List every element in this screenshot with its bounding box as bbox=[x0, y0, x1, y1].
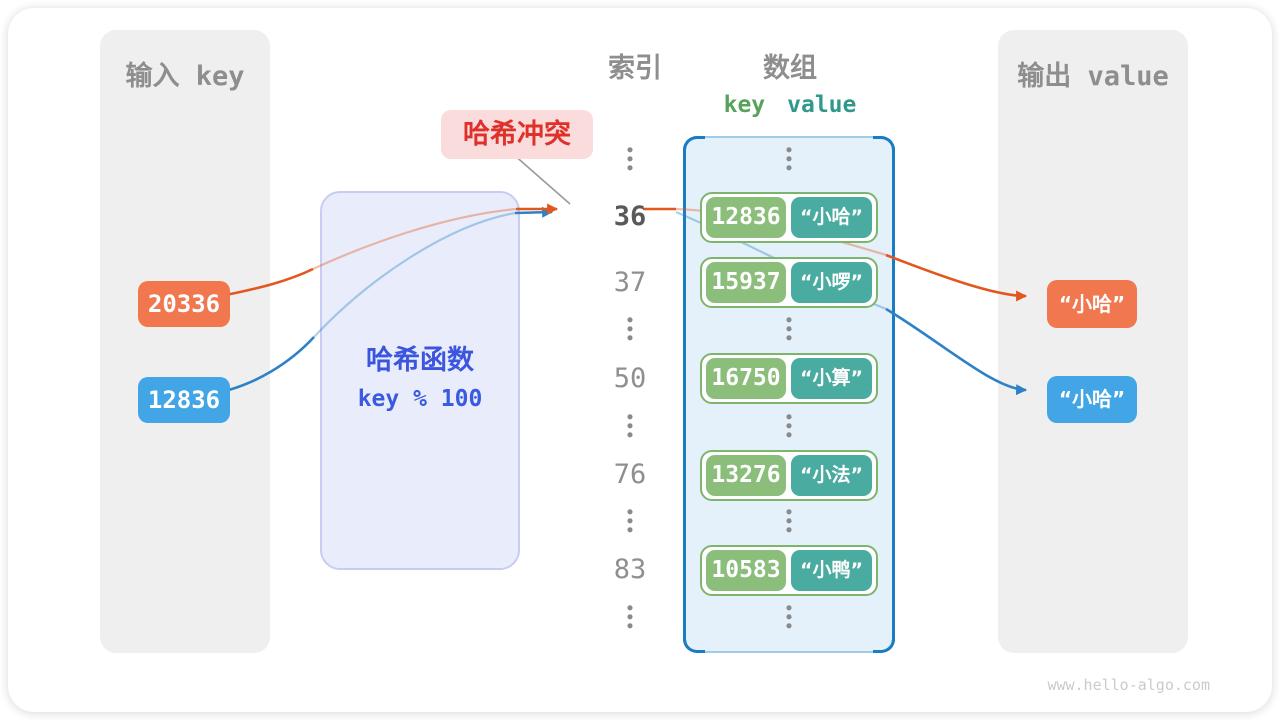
watermark: www.hello-algo.com bbox=[1047, 676, 1210, 694]
ellipsis-dots bbox=[786, 509, 792, 534]
input-key-12836: 12836 bbox=[138, 377, 230, 423]
output-value-blue: “小哈” bbox=[1047, 376, 1137, 423]
ellipsis-dots bbox=[786, 605, 792, 630]
bracket-corner bbox=[873, 636, 895, 653]
key-header-label: key bbox=[723, 92, 766, 118]
ellipsis-dots bbox=[627, 317, 633, 342]
index-value-50: 50 bbox=[613, 363, 647, 394]
ellipsis-dots bbox=[786, 414, 792, 439]
array-column-title: 数组 bbox=[763, 53, 817, 84]
bracket-corner bbox=[873, 136, 895, 153]
hash-function-name: 哈希函数 bbox=[366, 345, 474, 376]
output-panel-title: 输出 value bbox=[1017, 61, 1169, 92]
entry-key: 15937 bbox=[706, 262, 786, 303]
entry-value: “小鸭” bbox=[791, 550, 872, 591]
hash-function-box: 哈希函数 key % 100 bbox=[320, 191, 520, 570]
entry-key: 13276 bbox=[706, 455, 786, 496]
entry-key: 16750 bbox=[706, 358, 786, 399]
ellipsis-dots bbox=[627, 605, 633, 630]
ellipsis-dots bbox=[627, 147, 633, 172]
ellipsis-dots bbox=[627, 509, 633, 534]
input-panel: 输入 key bbox=[100, 30, 270, 653]
ellipsis-dots bbox=[786, 317, 792, 342]
index-value-37: 37 bbox=[613, 267, 647, 298]
array-entry: 10583 “小鸭” bbox=[700, 545, 878, 596]
ellipsis-dots bbox=[786, 147, 792, 172]
entry-key: 10583 bbox=[706, 550, 786, 591]
hash-collision-label: 哈希冲突 bbox=[441, 110, 593, 159]
entry-key: 12836 bbox=[706, 197, 786, 238]
array-entry: 13276 “小法” bbox=[700, 450, 878, 501]
hash-function-formula: key % 100 bbox=[357, 386, 483, 412]
value-header-label: value bbox=[787, 92, 857, 118]
index-value-83: 83 bbox=[613, 554, 647, 585]
ellipsis-dots bbox=[627, 414, 633, 439]
diagram-canvas: 输入 key 20336 12836 哈希函数 key % 100 哈希冲突 索… bbox=[8, 8, 1272, 712]
input-panel-title: 输入 key bbox=[125, 61, 245, 92]
key-value-header: key value bbox=[684, 92, 896, 118]
entry-value: “小啰” bbox=[791, 262, 872, 303]
index-value-76: 76 bbox=[613, 459, 647, 490]
array-entry: 12836 “小哈” bbox=[700, 192, 878, 243]
entry-value: “小算” bbox=[791, 358, 872, 399]
entry-value: “小法” bbox=[791, 455, 872, 496]
array-entry: 16750 “小算” bbox=[700, 353, 878, 404]
index-value-36: 36 bbox=[613, 201, 647, 232]
entry-value: “小哈” bbox=[791, 197, 872, 238]
array-entry: 15937 “小啰” bbox=[700, 257, 878, 308]
output-value-orange: “小哈” bbox=[1047, 280, 1137, 328]
bracket-corner bbox=[683, 636, 705, 653]
output-panel: 输出 value bbox=[998, 30, 1188, 653]
input-key-20336: 20336 bbox=[138, 281, 230, 327]
bracket-corner bbox=[683, 136, 705, 153]
index-column-title: 索引 bbox=[608, 53, 662, 84]
